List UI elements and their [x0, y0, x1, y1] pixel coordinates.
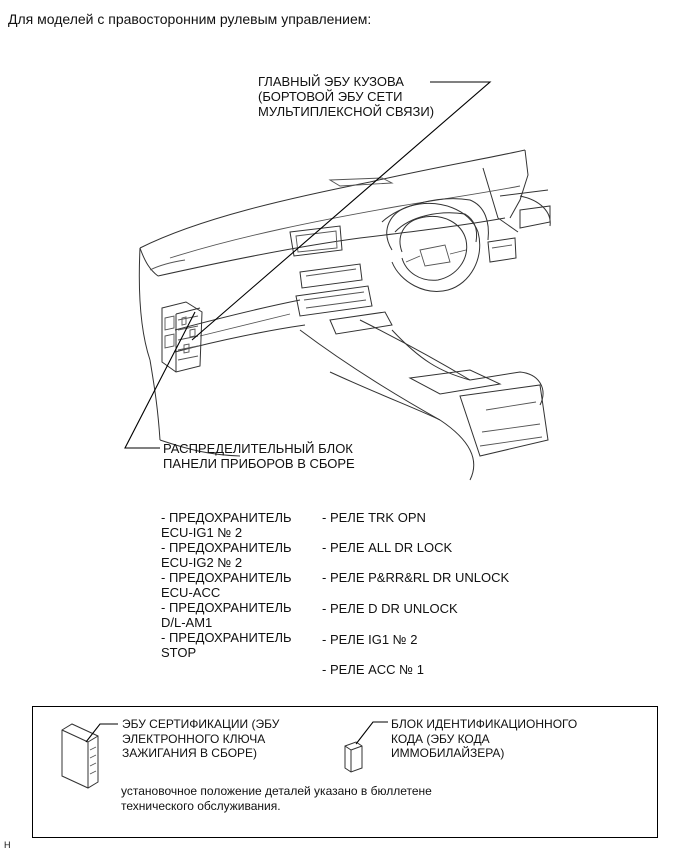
fuse-type: - ПРЕДОХРАНИТЕЛЬ	[161, 630, 292, 645]
certification-ecu-line-2: ЭЛЕКТРОННОГО КЛЮЧА	[122, 731, 266, 746]
junction-block-line-1: РАСПРЕДЕЛИТЕЛЬНЫЙ БЛОК	[163, 441, 353, 456]
fuse-item: - ПРЕДОХРАНИТЕЛЬ STOP	[161, 630, 292, 660]
relay-item: - РЕЛЕ ALL DR LOCK	[322, 540, 453, 555]
id-code-box-line-1: БЛОК ИДЕНТИФИКАЦИОННОГО	[391, 717, 578, 731]
fuse-type: - ПРЕДОХРАНИТЕЛЬ	[161, 600, 292, 615]
leader-lines	[124, 81, 492, 449]
fuse-type: - ПРЕДОХРАНИТЕЛЬ	[161, 540, 292, 555]
legend-box	[32, 706, 658, 838]
page-title: Для моделей с правосторонним рулевым упр…	[8, 11, 372, 27]
relay-item: - РЕЛЕ D DR UNLOCK	[322, 601, 458, 616]
main-body-ecu-line-3: МУЛЬТИПЛЕКСНОЙ СВЯЗИ)	[258, 104, 435, 119]
fuse-list: - ПРЕДОХРАНИТЕЛЬ ECU-IG1 № 2 - ПРЕДОХРАН…	[161, 510, 292, 660]
legend-note-line-1: установочное положение деталей указано в…	[121, 784, 432, 798]
fuse-type: - ПРЕДОХРАНИТЕЛЬ	[161, 510, 292, 525]
certification-ecu-label: ЭБУ СЕРТИФИКАЦИИ (ЭБУ ЭЛЕКТРОННОГО КЛЮЧА…	[122, 717, 279, 761]
fuse-item: - ПРЕДОХРАНИТЕЛЬ ECU-IG1 № 2	[161, 510, 292, 540]
id-code-box-drawing	[344, 721, 388, 773]
fuse-name: ECU-IG1 № 2	[161, 525, 243, 540]
junction-block-label: РАСПРЕДЕЛИТЕЛЬНЫЙ БЛОК ПАНЕЛИ ПРИБОРОВ В…	[163, 441, 355, 471]
fuse-item: - ПРЕДОХРАНИТЕЛЬ ECU-ACC	[161, 570, 292, 600]
main-body-ecu-label: ГЛАВНЫЙ ЭБУ КУЗОВА (БОРТОВОЙ ЭБУ СЕТИ МУ…	[258, 74, 434, 119]
certification-ecu-drawing	[61, 723, 118, 789]
certification-ecu-line-3: ЗАЖИГАНИЯ В СБОРЕ)	[122, 746, 258, 760]
junction-block-drawing	[161, 301, 203, 373]
relay-item: - РЕЛЕ TRK OPN	[322, 510, 426, 525]
id-code-box-line-3: ИММОБИЛАЙЗЕРА)	[391, 746, 505, 760]
fuse-name: STOP	[161, 645, 197, 660]
certification-ecu-line-1: ЭБУ СЕРТИФИКАЦИИ (ЭБУ	[122, 717, 280, 731]
relay-item: - РЕЛЕ IG1 № 2	[322, 632, 418, 647]
fuse-type: - ПРЕДОХРАНИТЕЛЬ	[161, 570, 292, 585]
fuse-name: ECU-ACC	[161, 585, 221, 600]
legend-note-line-2: технического обслуживания.	[121, 798, 281, 813]
dashboard-outline	[138, 149, 551, 481]
relay-item: - РЕЛЕ ACC № 1	[322, 662, 424, 677]
main-body-ecu-line-2: (БОРТОВОЙ ЭБУ СЕТИ	[258, 89, 403, 104]
fuse-item: - ПРЕДОХРАНИТЕЛЬ ECU-IG2 № 2	[161, 540, 292, 570]
corner-mark: H	[4, 840, 11, 850]
fuse-name: ECU-IG2 № 2	[161, 555, 243, 570]
junction-block-line-2: ПАНЕЛИ ПРИБОРОВ В СБОРЕ	[163, 456, 355, 471]
id-code-box-line-2: КОДА (ЭБУ КОДА	[391, 731, 490, 746]
fuse-name: D/L-AM1	[161, 615, 213, 630]
main-body-ecu-line-1: ГЛАВНЫЙ ЭБУ КУЗОВА	[258, 74, 404, 89]
legend-note: установочное положение деталей указано в…	[121, 784, 432, 813]
relay-item: - РЕЛЕ P&RR&RL DR UNLOCK	[322, 570, 510, 585]
dashboard-illustration	[124, 81, 551, 481]
id-code-box-label: БЛОК ИДЕНТИФИКАЦИОННОГО КОДА (ЭБУ КОДА И…	[391, 717, 577, 761]
fuse-item: - ПРЕДОХРАНИТЕЛЬ D/L-AM1	[161, 600, 292, 630]
